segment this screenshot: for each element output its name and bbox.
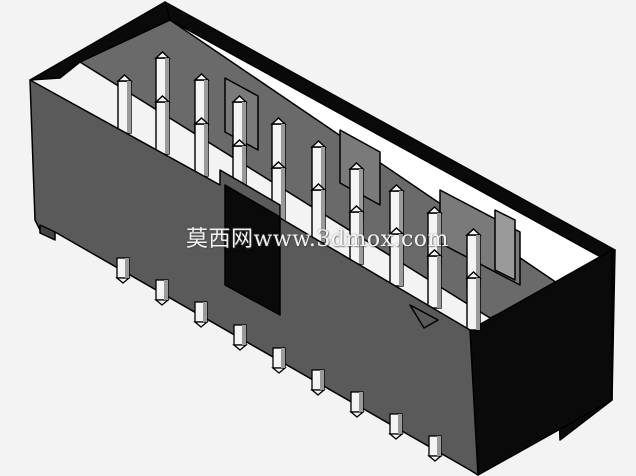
- pin-back-6-tip: [310, 140, 327, 148]
- pin-front-9-tip: [465, 271, 482, 279]
- pin-back-1-shade: [127, 81, 131, 133]
- pin-front-7-shade: [399, 234, 403, 286]
- pin-back-6-shade: [321, 147, 325, 199]
- pin-back-8-tip: [388, 184, 405, 192]
- pin-front-5-tip: [310, 183, 327, 191]
- pin-front-1-tip: [154, 95, 171, 103]
- pin-back-3-shade: [204, 80, 208, 132]
- pin-back-8-shade: [399, 191, 403, 243]
- pin-front-6-shade: [359, 212, 363, 264]
- pin-front-4-tip: [270, 161, 287, 169]
- solder-tail-shade-5: [281, 348, 285, 368]
- pin-front-9-shade: [476, 278, 480, 330]
- pin-front-8-shade: [437, 256, 441, 308]
- pin-back-9-shade: [437, 213, 441, 265]
- solder-tail-shade-6: [320, 370, 324, 390]
- pin-front-2-shade: [204, 124, 208, 176]
- pin-front-8-tip: [426, 249, 443, 257]
- pin-front-1-shade: [165, 102, 169, 154]
- solder-tail-shade-2: [164, 280, 168, 300]
- solder-tail-tip-2: [154, 299, 170, 306]
- pin-front-5-shade: [321, 190, 325, 242]
- solder-tail-tip-7: [349, 411, 365, 418]
- solder-tail-tip-6: [310, 389, 326, 396]
- pin-back-7-tip: [348, 162, 365, 170]
- polarization-key-slot: [224, 184, 281, 316]
- solder-tail-tip-4: [232, 344, 248, 351]
- pin-back-3-tip: [193, 73, 210, 81]
- solder-tail-shade-3: [203, 302, 207, 322]
- pin-front-7-tip: [388, 227, 405, 235]
- pin-back-5-tip: [270, 117, 287, 125]
- pin-back-4-shade: [242, 102, 246, 154]
- solder-tail-shade-4: [242, 325, 246, 345]
- pin-back-7-shade: [359, 169, 363, 221]
- top-rim-left: [29, 1, 171, 81]
- pin-front-3-shade: [242, 146, 246, 198]
- solder-tail-tip-8: [388, 433, 404, 440]
- cavity-rib-panel: [494, 209, 516, 281]
- solder-tail-shade-1: [125, 258, 129, 278]
- solder-tail-shade-8: [398, 414, 402, 434]
- pin-front-3-tip: [231, 139, 248, 147]
- body-foot-chamfer: [39, 224, 56, 241]
- pin-front-4-shade: [281, 168, 285, 220]
- pin-back-9-tip: [426, 206, 443, 214]
- pin-back-10-shade: [476, 235, 480, 287]
- solder-tail-shade-7: [359, 392, 363, 412]
- pin-back-2-tip: [154, 51, 171, 59]
- pin-back-10-tip: [465, 228, 482, 236]
- solder-tail-shade-9: [437, 436, 441, 456]
- solder-tail-tip-9: [427, 455, 443, 462]
- solder-tail-tip-5: [271, 367, 287, 374]
- latch-notch: [409, 304, 439, 329]
- pin-back-2-shade: [165, 58, 169, 110]
- pin-front-2-tip: [193, 117, 210, 125]
- pin-front-6-tip: [348, 205, 365, 213]
- solder-tail-tip-1: [115, 277, 131, 284]
- pin-back-1-tip: [116, 74, 133, 82]
- pin-back-4-tip: [231, 95, 248, 103]
- pin-back-5-shade: [281, 124, 285, 176]
- solder-tail-tip-3: [193, 321, 209, 328]
